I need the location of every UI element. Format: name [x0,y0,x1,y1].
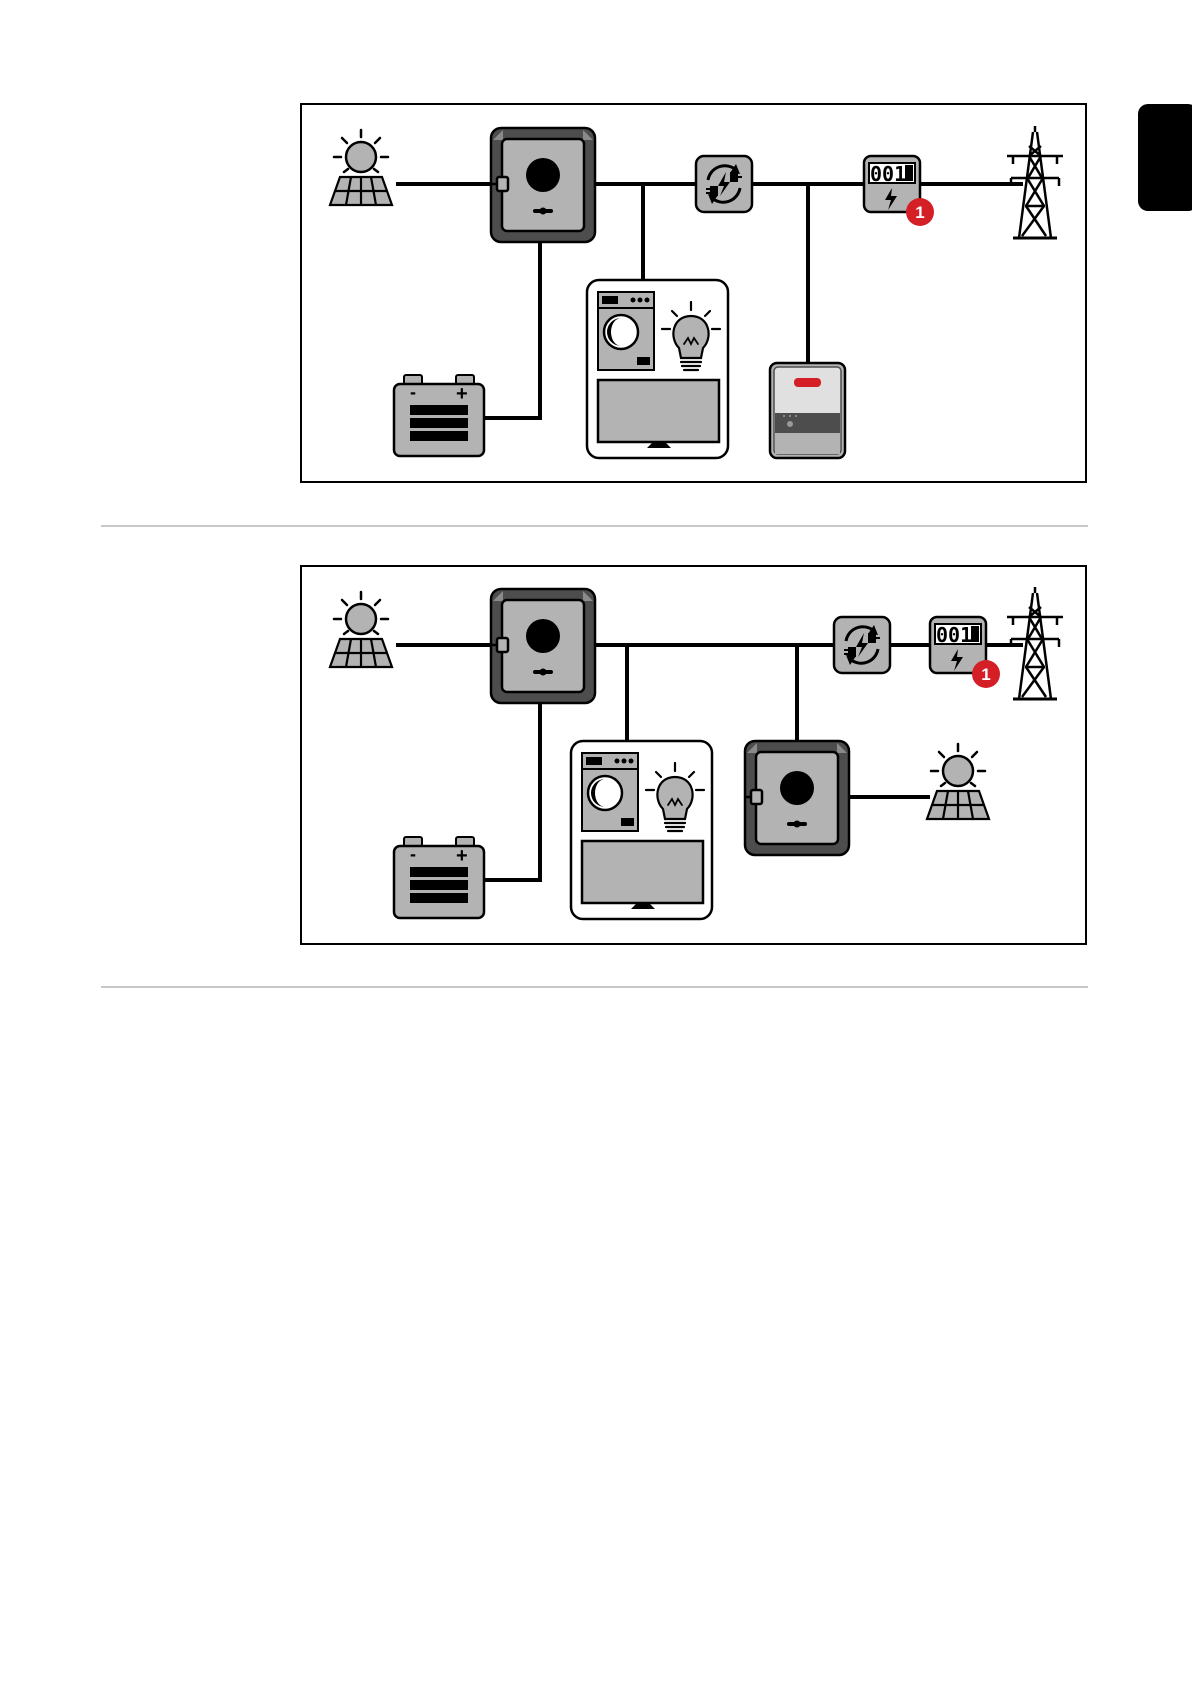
battery-icon [394,837,484,918]
grid-connection-icon [834,617,890,673]
meter-badge: 1 [906,198,934,226]
brand-logo-icon [794,378,821,387]
svg-text:001: 001 [936,623,972,647]
svg-text:1: 1 [981,665,990,684]
meter-badge: 1 [972,660,1000,688]
svg-text:-: - [410,844,416,864]
diagram-1: 001 1 - + [301,104,1086,482]
hybrid-inverter-icon [491,589,595,703]
svg-text:001: 001 [870,162,906,186]
grid-connection-icon [696,156,752,212]
wallbox-charger-icon [770,363,845,458]
household-loads-icon [587,280,728,458]
svg-text:-: - [410,382,416,402]
household-loads-icon [571,741,712,919]
diagram-2: 001 1 - + [301,566,1086,944]
language-tab [1138,104,1192,211]
hybrid-inverter-icon [491,128,595,242]
svg-text:+: + [456,845,468,867]
second-inverter-icon [745,741,849,855]
svg-text:1: 1 [915,203,924,222]
battery-icon [394,375,484,456]
svg-text:+: + [456,383,468,405]
